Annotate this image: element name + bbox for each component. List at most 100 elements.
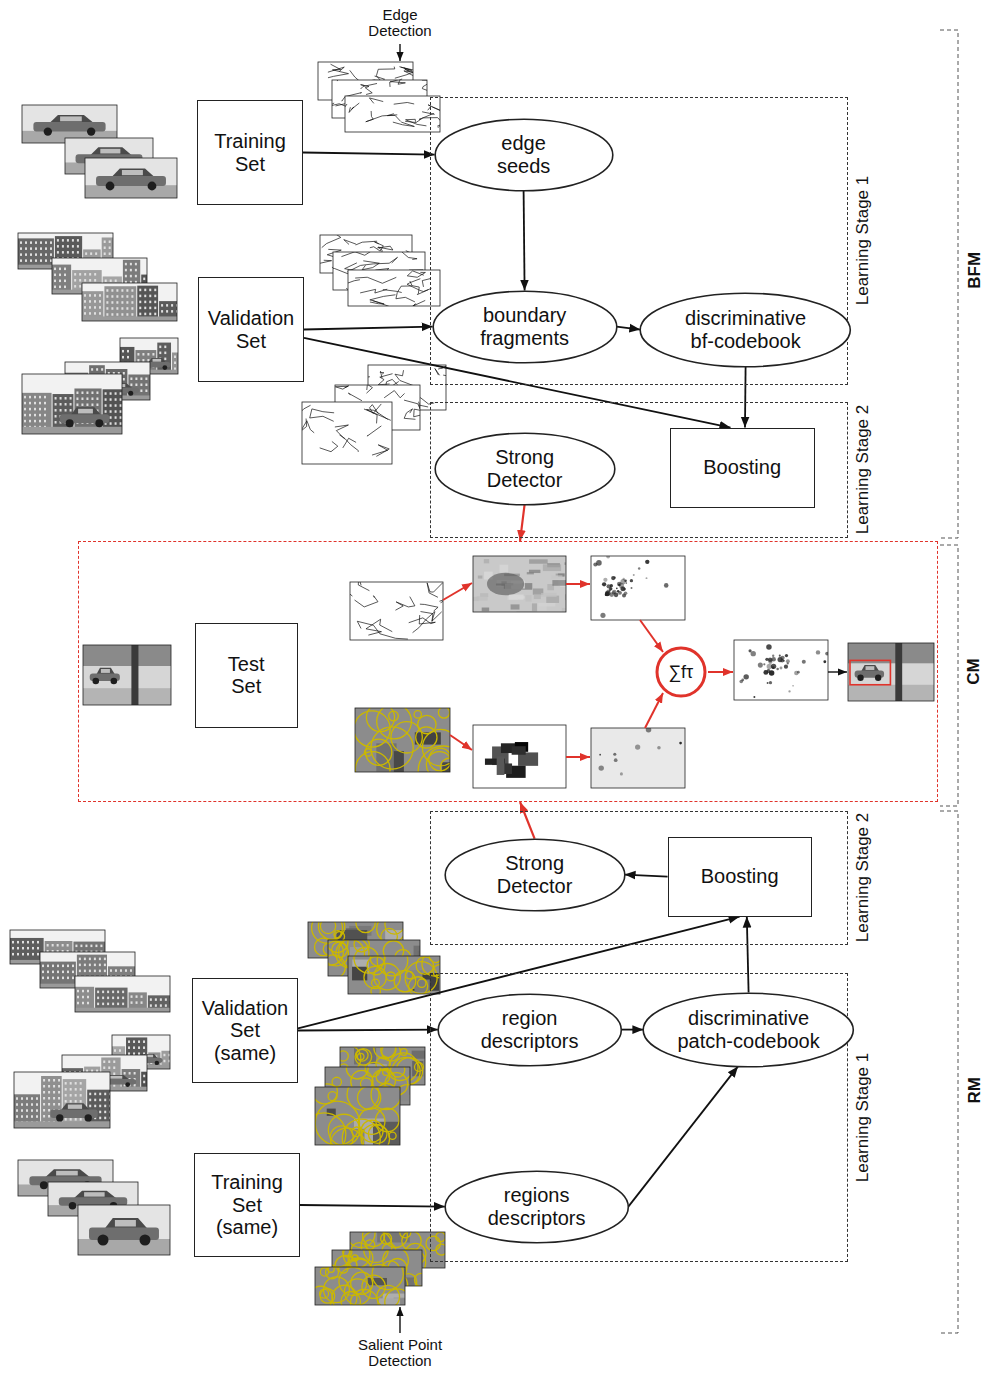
building-window	[164, 346, 166, 349]
building-window	[50, 253, 52, 256]
patch	[504, 763, 513, 774]
building-window	[164, 358, 166, 361]
edge-curve	[393, 122, 414, 126]
edge-curve	[366, 111, 397, 122]
salient-region	[366, 739, 392, 765]
salient-region	[376, 1070, 389, 1083]
building-window	[137, 359, 139, 362]
salient-region	[385, 1289, 405, 1305]
building-window	[116, 295, 118, 298]
vote-dot	[624, 591, 628, 595]
edge-curve	[421, 612, 433, 622]
car-wheel	[162, 365, 167, 370]
building-window	[120, 422, 122, 425]
building-window	[126, 307, 128, 310]
building-window	[47, 977, 49, 980]
building-window	[54, 286, 56, 289]
building-window	[82, 990, 84, 993]
building-window	[94, 294, 96, 297]
building-window	[90, 945, 92, 948]
building-window	[67, 971, 69, 974]
process-ellipse: Strong Detector	[434, 432, 616, 506]
sum-circle-outline	[657, 648, 705, 696]
vote-dot	[599, 754, 601, 756]
edge-curve	[419, 112, 434, 120]
salient-region	[367, 957, 385, 975]
building-window	[65, 403, 67, 406]
vote-dot	[767, 669, 771, 673]
building-window	[67, 977, 69, 980]
side-heading-holder: Learning Stage 2	[851, 812, 875, 944]
building-window	[135, 263, 137, 266]
building-window	[143, 1081, 145, 1084]
flow-arrow	[828, 671, 847, 672]
image-shape	[22, 427, 122, 434]
building-window	[77, 239, 79, 242]
salient-region	[415, 1273, 422, 1286]
edge-curve	[349, 103, 359, 112]
image-content	[315, 1087, 400, 1145]
image-shape	[83, 688, 171, 705]
salient-region	[372, 979, 380, 987]
car-wheel	[98, 1235, 109, 1246]
edge-curve	[356, 241, 377, 245]
car-window	[122, 170, 143, 175]
image-thumbnail	[281, 399, 392, 464]
vote-dot	[618, 584, 620, 586]
building-window	[141, 1001, 143, 1004]
edge-curve	[367, 426, 381, 436]
building-window	[24, 414, 26, 417]
building-window	[26, 1115, 28, 1118]
building-window	[101, 368, 103, 371]
building-window	[55, 397, 57, 400]
building-window	[115, 969, 117, 972]
vote-dot	[593, 562, 597, 566]
image-shape	[78, 1239, 170, 1255]
building-window	[131, 307, 133, 310]
flow-arrow	[298, 1029, 438, 1032]
building-window	[17, 941, 19, 944]
image-content	[78, 1205, 170, 1255]
edge-curve	[404, 400, 420, 409]
node-label: Training Set (same)	[203, 1171, 291, 1238]
building-window	[127, 356, 129, 359]
salient-region	[376, 1108, 399, 1131]
building-window	[138, 1046, 140, 1049]
flow-arrow	[300, 1205, 445, 1207]
image-shape	[348, 956, 440, 994]
image-content	[848, 643, 934, 701]
process-ellipse: discriminative bf-codebook	[639, 292, 852, 368]
building-window	[115, 410, 117, 413]
building-window	[127, 350, 129, 353]
building-window	[43, 1097, 45, 1100]
building-window	[99, 1093, 101, 1096]
building-window	[139, 301, 141, 304]
car-wheel	[125, 1082, 130, 1087]
building-window	[108, 1060, 110, 1063]
region-heading: Learning Stage 1	[853, 1053, 872, 1183]
salient-region	[342, 1119, 380, 1145]
building-window	[166, 304, 168, 307]
vote-dot	[630, 579, 633, 582]
image-shape	[85, 185, 177, 198]
building-window	[163, 1060, 165, 1063]
car-window	[153, 359, 162, 362]
building-window	[104, 252, 106, 255]
building-window	[44, 408, 46, 411]
building-window	[53, 1085, 55, 1088]
image-thumbnail	[22, 374, 123, 434]
building-window	[171, 310, 173, 313]
salient-region	[429, 956, 440, 963]
building-window	[47, 965, 49, 968]
building-window	[143, 1040, 145, 1043]
building-window	[67, 944, 69, 947]
building-window	[84, 964, 86, 967]
building-window	[60, 397, 62, 400]
image-thumbnail	[848, 643, 934, 701]
building-window	[82, 996, 84, 999]
vote-dot	[602, 582, 606, 586]
building-window	[141, 995, 143, 998]
building-window	[58, 1097, 60, 1100]
image-thumbnail	[341, 270, 440, 314]
building-window	[174, 367, 176, 370]
